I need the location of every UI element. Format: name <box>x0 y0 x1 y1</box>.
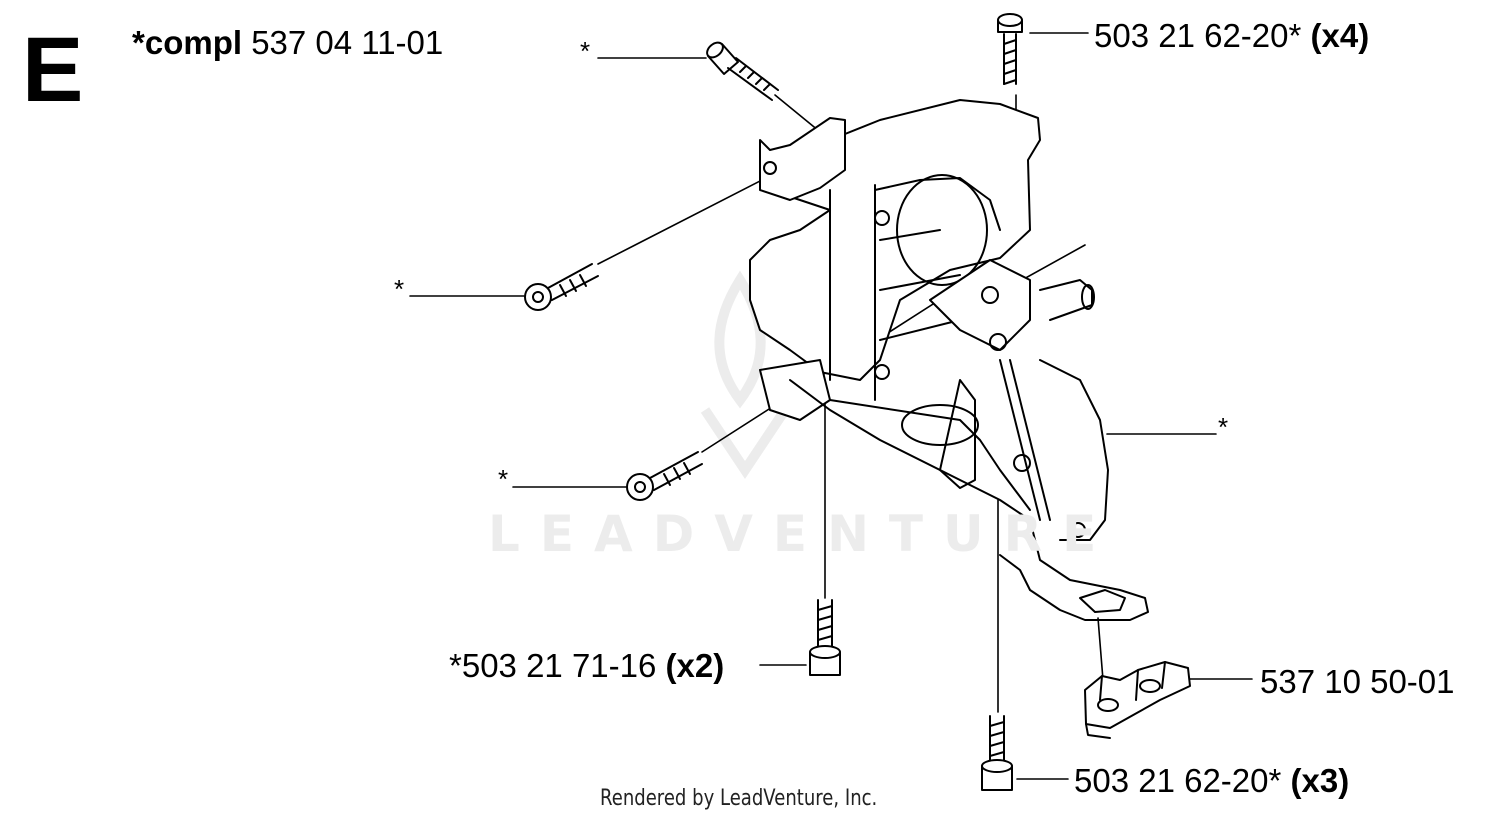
screw-top-left <box>706 41 779 101</box>
assembly-number: 537 04 11-01 <box>251 24 444 61</box>
part-number: 503 21 62-20* <box>1094 17 1302 54</box>
callout-clip-right: 537 10 50-01 <box>1260 663 1455 700</box>
callout-screw-top-right: 503 21 62-20* (x4) <box>1094 19 1369 52</box>
callout-screw-upper-left: * <box>394 274 405 304</box>
screw-upper-left <box>524 263 599 311</box>
callout-screw-top-left: * <box>580 36 591 66</box>
assembly-label: *compl 537 04 11-01 <box>132 26 443 59</box>
screw-bottom-left <box>809 599 841 676</box>
watermark-text: LEADVENTURE <box>488 505 1117 563</box>
part-number: 503 21 62-20* <box>1074 762 1282 799</box>
screw-top-right <box>997 13 1023 85</box>
callout-screw-bottom-center: 503 21 62-20* (x3) <box>1074 764 1349 797</box>
quantity: (x3) <box>1290 762 1350 799</box>
callout-screw-bottom-left: *503 21 71-16 (x2) <box>449 649 724 682</box>
part-number: *503 21 71-16 <box>449 647 657 684</box>
screw-bottom-center <box>981 715 1013 791</box>
quantity: (x2) <box>665 647 725 684</box>
quantity: (x4) <box>1310 17 1370 54</box>
clip-part <box>1084 661 1191 739</box>
carburetor-housing <box>749 99 1149 621</box>
callout-housing-right: * <box>1218 412 1229 442</box>
assembly-prefix: *compl <box>132 24 243 61</box>
screw-mid-left <box>626 451 703 501</box>
callout-screw-mid-left: * <box>498 464 509 494</box>
section-letter: E <box>22 19 84 121</box>
render-credit: Rendered by LeadVenture, Inc. <box>600 786 878 811</box>
